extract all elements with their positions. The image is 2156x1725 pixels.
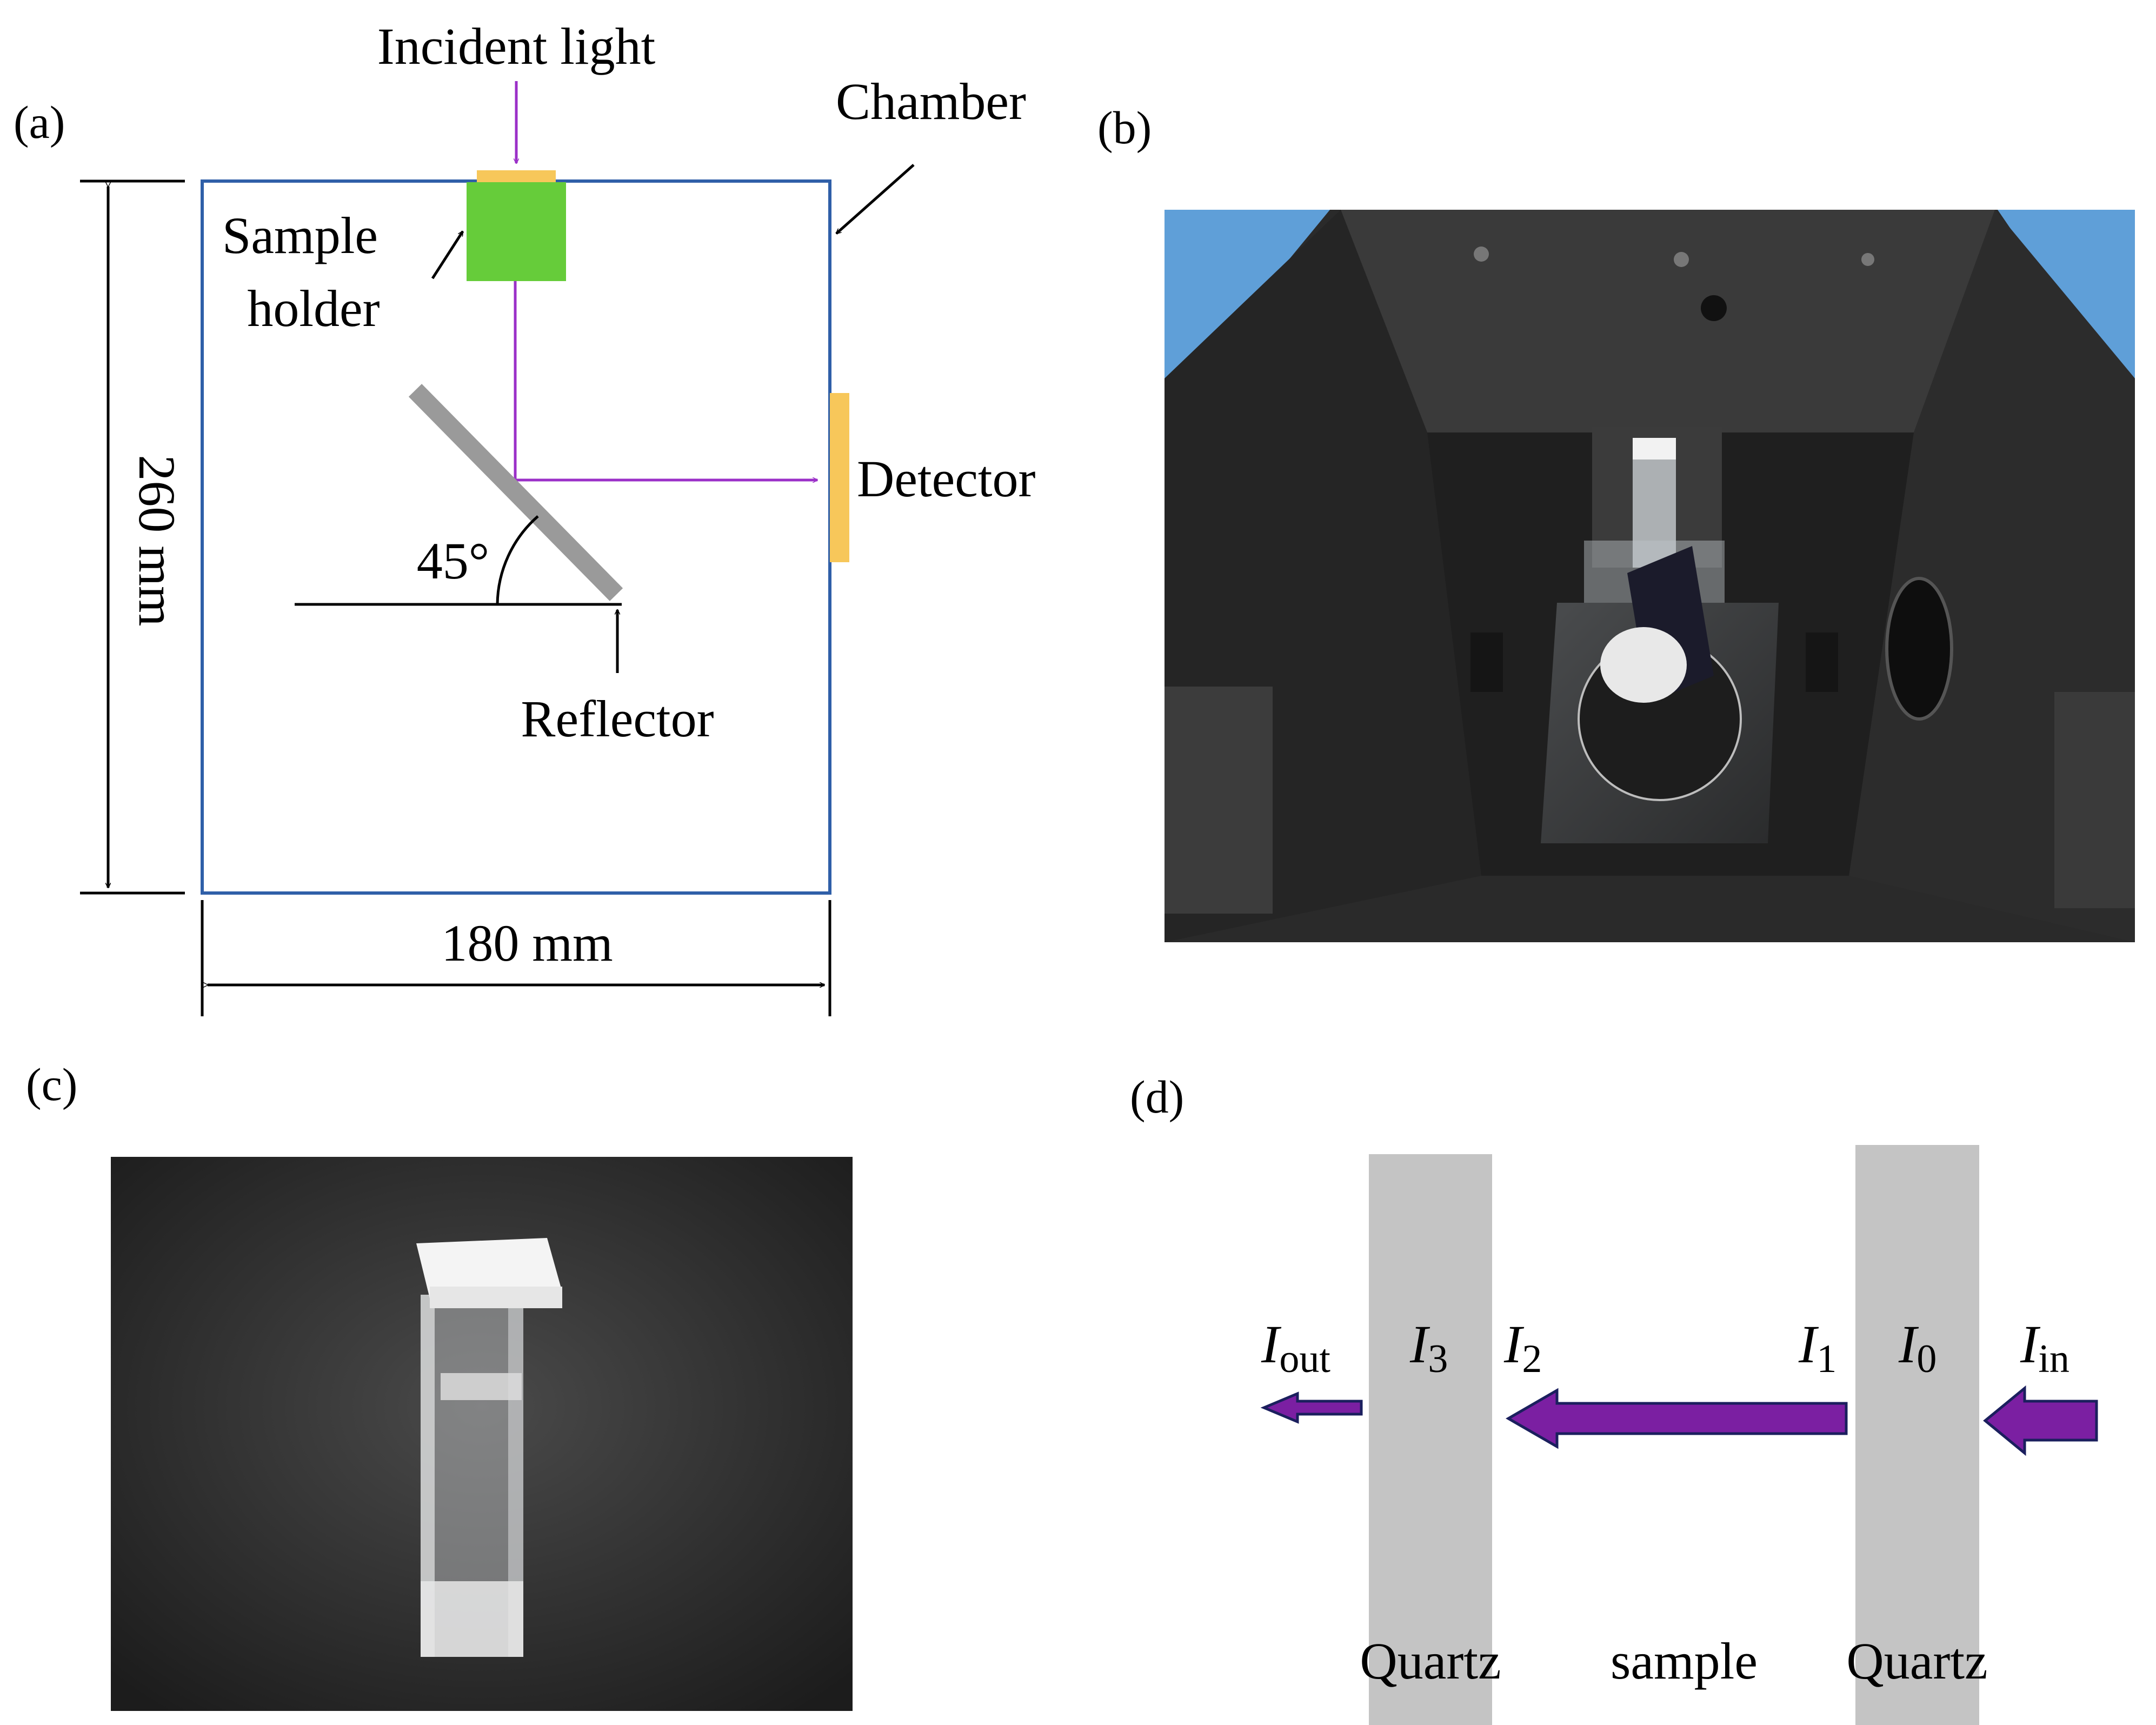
sample-holder-pointer-arrow [431, 231, 464, 279]
quartz-label-right: Quartz [1846, 1632, 1987, 1690]
spectrometer-chamber-photo [1164, 210, 2135, 942]
panel-c: (c) [26, 1058, 853, 1711]
sample-holder-label-line2: holder [247, 279, 380, 337]
reflector-label: Reflector [521, 690, 714, 748]
symbol-I-in: Iin [2020, 1314, 2070, 1381]
panel-a-label: (a) [14, 96, 65, 148]
quartz-label-left: Quartz [1360, 1632, 1501, 1690]
symbol-I2: I2 [1503, 1314, 1542, 1381]
quartz-plate-left [1369, 1154, 1492, 1725]
chamber-label: Chamber [836, 72, 1026, 130]
incident-beam-arrow [1983, 1385, 2098, 1456]
symbol-I3: I3 [1409, 1314, 1448, 1381]
panel-b: (b) [1097, 102, 2135, 942]
panel-d-label: (d) [1130, 1071, 1184, 1123]
panel-c-label: (c) [26, 1058, 77, 1110]
symbol-I0: I0 [1898, 1314, 1937, 1381]
angle-label: 45° [417, 532, 489, 590]
sample-beam-arrow [1506, 1388, 1848, 1449]
detector-label: Detector [857, 450, 1036, 508]
sample-label: sample [1611, 1632, 1758, 1690]
quartz-plate-right [1855, 1145, 1979, 1725]
width-dimension-label: 180 mm [441, 914, 613, 972]
incident-light-label: Incident light [377, 17, 656, 75]
symbol-I-out: Iout [1261, 1314, 1330, 1381]
height-dimension-label: 260 mm [128, 455, 186, 626]
symbol-I1: I1 [1798, 1314, 1836, 1381]
panel-b-label: (b) [1097, 102, 1152, 154]
sample-window [477, 170, 556, 182]
detector [830, 393, 849, 562]
output-beam-arrow [1260, 1391, 1363, 1424]
cuvette-photo [111, 1157, 853, 1711]
sample-holder-label-line1: Sample [222, 207, 378, 264]
panel-a: (a) Incident light Chamber Sample holder… [14, 17, 1036, 1016]
chamber-pointer-arrow [836, 164, 915, 235]
panel-d: (d) Iout I3 I2 I1 I0 Iin Quartz sample Q… [1130, 1071, 2098, 1725]
sample-holder [467, 182, 566, 281]
reflector-plate [408, 384, 623, 601]
angle-arc [496, 515, 539, 605]
